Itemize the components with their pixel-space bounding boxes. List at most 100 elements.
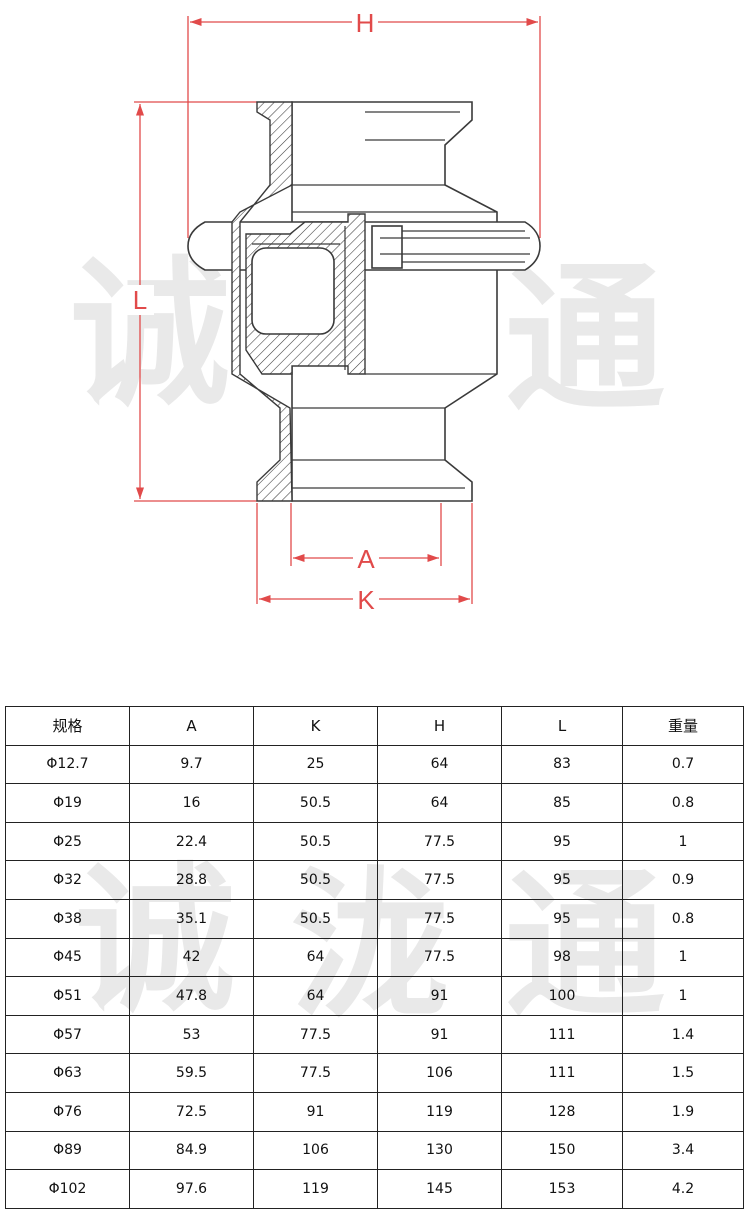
table-cell: 35.1 bbox=[129, 898, 254, 939]
header-k: K bbox=[253, 706, 378, 746]
table-cell: 25 bbox=[253, 744, 378, 785]
table-cell: 53 bbox=[129, 1014, 254, 1055]
table-cell: 153 bbox=[501, 1169, 623, 1209]
table-cell: 83 bbox=[501, 744, 623, 785]
table-cell: 77.5 bbox=[377, 860, 502, 900]
table-cell: 0.8 bbox=[622, 898, 744, 939]
table-cell: 9.7 bbox=[129, 744, 254, 785]
table-cell: 1 bbox=[622, 937, 744, 978]
table-cell: 111 bbox=[501, 1053, 623, 1093]
table-cell: 50.5 bbox=[253, 860, 378, 900]
table-cell: 16 bbox=[129, 783, 254, 823]
table-cell: 91 bbox=[253, 1091, 378, 1132]
table-cell: 98 bbox=[501, 937, 623, 978]
table-cell: 64 bbox=[253, 937, 378, 978]
table-cell: Φ102 bbox=[5, 1169, 130, 1209]
table-cell: 128 bbox=[501, 1091, 623, 1132]
table-cell: 95 bbox=[501, 821, 623, 862]
valve-body bbox=[187, 101, 541, 502]
table-cell: Φ38 bbox=[5, 898, 130, 939]
table-cell: 77.5 bbox=[377, 821, 502, 862]
table-cell: 50.5 bbox=[253, 821, 378, 862]
table-cell: 3.4 bbox=[622, 1130, 744, 1171]
header-a: A bbox=[129, 706, 254, 746]
table-cell: 22.4 bbox=[129, 821, 254, 862]
table-cell: Φ63 bbox=[5, 1053, 130, 1093]
valve-drawing: 诚 泷 通 H L A K bbox=[70, 8, 665, 615]
table-cell: Φ32 bbox=[5, 860, 130, 900]
dim-label-l: L bbox=[133, 285, 147, 315]
table-cell: Φ89 bbox=[5, 1130, 130, 1171]
table-cell: 111 bbox=[501, 1014, 623, 1055]
watermark-char: 诚 bbox=[70, 241, 230, 428]
table-cell: 28.8 bbox=[129, 860, 254, 900]
table-cell: 0.7 bbox=[622, 744, 744, 785]
table-cell: 64 bbox=[377, 783, 502, 823]
table-cell: 59.5 bbox=[129, 1053, 254, 1093]
table-cell: 106 bbox=[253, 1130, 378, 1171]
table-cell: 77.5 bbox=[253, 1053, 378, 1093]
table-cell: 1.5 bbox=[622, 1053, 744, 1093]
table-cell: Φ25 bbox=[5, 821, 130, 862]
table-cell: 119 bbox=[253, 1169, 378, 1209]
dim-label-a: A bbox=[357, 544, 375, 574]
table-cell: 77.5 bbox=[377, 898, 502, 939]
header-h: H bbox=[377, 706, 502, 746]
table-cell: 4.2 bbox=[622, 1169, 744, 1209]
table-cell: Φ51 bbox=[5, 976, 130, 1016]
table-cell: 95 bbox=[501, 860, 623, 900]
watermark-char: 通 bbox=[505, 246, 665, 433]
table-cell: 1 bbox=[622, 821, 744, 862]
table-cell: 1 bbox=[622, 976, 744, 1016]
table-cell: 47.8 bbox=[129, 976, 254, 1016]
table-cell: 64 bbox=[377, 744, 502, 785]
table-cell: 91 bbox=[377, 976, 502, 1016]
table-cell: 130 bbox=[377, 1130, 502, 1171]
dim-label-h: H bbox=[356, 8, 375, 38]
table-cell: 97.6 bbox=[129, 1169, 254, 1209]
table-cell: Φ45 bbox=[5, 937, 130, 978]
header-weight: 重量 bbox=[622, 706, 744, 746]
table-cell: 1.4 bbox=[622, 1014, 744, 1055]
table-cell: 42 bbox=[129, 937, 254, 978]
dimension-labels: H L A K bbox=[126, 8, 379, 615]
table-cell: 150 bbox=[501, 1130, 623, 1171]
table-cell: 84.9 bbox=[129, 1130, 254, 1171]
header-l: L bbox=[501, 706, 623, 746]
table-cell: 77.5 bbox=[253, 1014, 378, 1055]
table-cell: 100 bbox=[501, 976, 623, 1016]
table-cell: 50.5 bbox=[253, 783, 378, 823]
dim-label-k: K bbox=[357, 585, 375, 615]
table-cell: 77.5 bbox=[377, 937, 502, 978]
table-cell: 1.9 bbox=[622, 1091, 744, 1132]
table-cell: 95 bbox=[501, 898, 623, 939]
table-cell: 145 bbox=[377, 1169, 502, 1209]
table-cell: 72.5 bbox=[129, 1091, 254, 1132]
table-cell: 0.9 bbox=[622, 860, 744, 900]
table-cell: 85 bbox=[501, 783, 623, 823]
header-spec: 规格 bbox=[5, 706, 130, 746]
table-cell: 106 bbox=[377, 1053, 502, 1093]
table-header-row: 规格 A K H L 重量 bbox=[5, 706, 744, 746]
table-cell: Φ76 bbox=[5, 1091, 130, 1132]
table-cell: Φ19 bbox=[5, 783, 130, 823]
table-cell: 0.8 bbox=[622, 783, 744, 823]
table-cell: 119 bbox=[377, 1091, 502, 1132]
table-cell: 64 bbox=[253, 976, 378, 1016]
table-cell: Φ57 bbox=[5, 1014, 130, 1055]
table-cell: 50.5 bbox=[253, 898, 378, 939]
